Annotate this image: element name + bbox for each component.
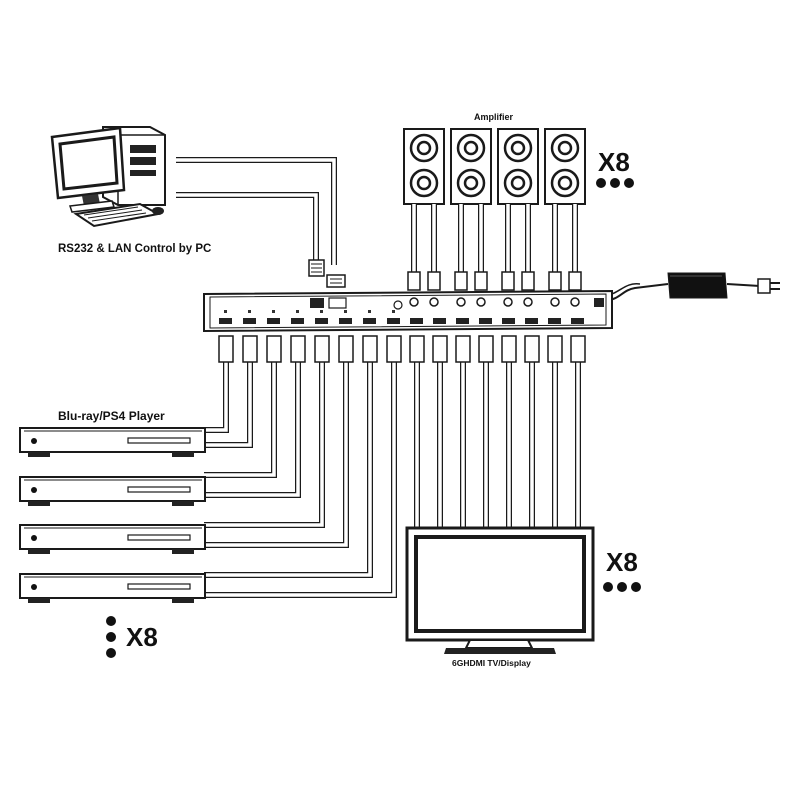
- hdmi-output-plugs: [409, 335, 586, 363]
- speaker-icon: [497, 128, 539, 205]
- player-devices: [19, 427, 206, 603]
- monitor-icon: [405, 526, 595, 654]
- amplifier-speakers: [403, 128, 586, 205]
- hdmi-output-cables: [414, 340, 581, 530]
- audio-cables: [411, 204, 578, 278]
- speaker-icon: [450, 128, 492, 205]
- display-label: 6GHDMI TV/Display: [452, 658, 531, 668]
- speaker-icon: [544, 128, 586, 205]
- media-player-icon: [19, 573, 206, 603]
- more-dots: [596, 178, 634, 188]
- hdmi-matrix-switcher: [203, 289, 613, 333]
- hdmi-input-plugs: [218, 335, 402, 363]
- power-adapter-icon: [603, 272, 780, 301]
- more-dots: [603, 582, 641, 592]
- speaker-icon: [403, 128, 445, 205]
- control-cables: [176, 157, 337, 265]
- media-player-icon: [19, 524, 206, 554]
- display-multiplier: X8: [606, 547, 638, 577]
- amplifier-label: Amplifier: [474, 112, 514, 122]
- desktop-computer-icon: [50, 126, 166, 228]
- hdmi-input-cables: [204, 340, 397, 598]
- control-connectors: [308, 259, 346, 288]
- amplifier-multiplier: X8: [598, 147, 630, 177]
- media-player-icon: [19, 427, 206, 457]
- more-dots-vertical: [106, 616, 116, 658]
- pc-caption: RS232 & LAN Control by PC: [58, 243, 211, 255]
- player-multiplier: X8: [126, 622, 158, 652]
- media-player-icon: [19, 476, 206, 506]
- player-label: Blu-ray/PS4 Player: [58, 409, 165, 423]
- audio-connectors: [407, 271, 582, 291]
